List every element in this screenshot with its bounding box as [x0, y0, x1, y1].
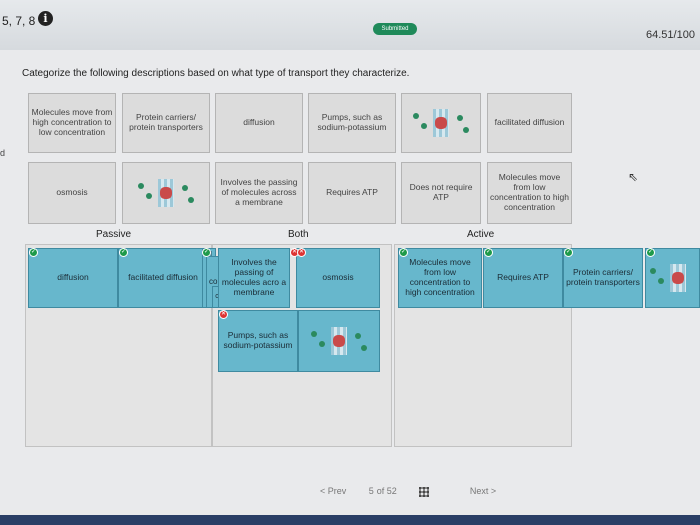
molecule-bead [413, 113, 419, 119]
question-numbers: 5, 7, 8 [2, 14, 36, 28]
both-card-osmosis[interactable]: osmosis [296, 248, 380, 308]
active-card-protein-carriers[interactable]: Protein carriers/ protein transporters [563, 248, 643, 308]
both-column-label: Both [288, 229, 309, 240]
next-button[interactable]: Next > [469, 486, 497, 496]
molecule-bead [463, 127, 469, 133]
protein-channel [160, 187, 172, 199]
correct-check-icon: ✓ [29, 248, 38, 257]
taskbar [0, 515, 700, 525]
protein-channel [435, 117, 447, 129]
bank-card-membrane-image-2[interactable] [122, 162, 210, 224]
passive-card-facilitated[interactable]: facilitated diffusion [118, 248, 208, 308]
score: 64.51/100 [646, 29, 695, 41]
incorrect-x-icon: ✕ [219, 310, 228, 319]
incorrect-x-icon: ✕ [297, 248, 306, 257]
info-icon[interactable]: i [38, 11, 53, 26]
bank-card-membrane-image[interactable] [401, 93, 481, 153]
correct-check-icon: ✓ [202, 248, 211, 257]
molecule-bead [146, 193, 152, 199]
correct-check-icon: ✓ [119, 248, 128, 257]
top-bar: 5, 7, 8 i Submitted 64.51/100 [0, 0, 700, 50]
instructions: Categorize the following descriptions ba… [22, 68, 410, 79]
bank-card-diffusion[interactable]: diffusion [215, 93, 303, 153]
membrane-image [309, 325, 369, 357]
correct-check-icon: ✓ [399, 248, 408, 257]
correct-check-icon: ✓ [484, 248, 493, 257]
membrane-image [648, 262, 697, 294]
page-total: of 52 [376, 486, 397, 496]
page-current: 5 [368, 486, 374, 496]
molecule-bead [182, 185, 188, 191]
grid-icon[interactable] [419, 486, 430, 497]
molecule-bead [311, 331, 317, 337]
molecule-bead [650, 268, 656, 274]
bank-card-requires-atp[interactable]: Requires ATP [308, 162, 396, 224]
molecule-bead [361, 345, 367, 351]
bank-card-involves-passing[interactable]: Involves the passing of molecules across… [215, 162, 303, 224]
protein-channel [672, 272, 684, 284]
active-column-label: Active [467, 229, 495, 240]
molecule-bead [319, 341, 325, 347]
bank-card-high-to-low[interactable]: Molecules move from high concentration t… [28, 93, 116, 153]
bank-card-protein-carriers[interactable]: Protein carriers/ protein transporters [122, 93, 210, 153]
protein-channel [333, 335, 345, 347]
molecule-bead [457, 115, 463, 121]
bank-card-no-atp[interactable]: Does not require ATP [401, 162, 481, 224]
submitted-badge: Submitted [373, 23, 417, 35]
bank-card-facilitated-diffusion[interactable]: facilitated diffusion [487, 93, 572, 153]
both-card-pumps[interactable]: Pumps, such as sodium-potassium [218, 310, 298, 372]
bank-card-low-to-high[interactable]: Molecules move from low concentration to… [487, 162, 572, 224]
active-card-requires-atp[interactable]: Requires ATP [483, 248, 563, 308]
side-letter: d [0, 148, 6, 158]
membrane-image [136, 177, 196, 209]
prev-button[interactable]: < Prev [320, 486, 347, 496]
correct-check-icon: ✓ [646, 248, 655, 257]
passive-card-diffusion[interactable]: diffusion [28, 248, 118, 308]
bank-card-osmosis[interactable]: osmosis [28, 162, 116, 224]
active-card-low-to-high[interactable]: Molecules move from low concentration to… [398, 248, 482, 308]
molecule-bead [421, 123, 427, 129]
membrane-image [411, 107, 471, 139]
molecule-bead [658, 278, 664, 284]
correct-check-icon: ✓ [564, 248, 573, 257]
both-card-membrane-image[interactable] [298, 310, 380, 372]
molecule-bead [138, 183, 144, 189]
mouse-cursor-icon: ⇖ [628, 170, 639, 184]
passive-column-label: Passive [96, 229, 132, 240]
molecule-bead [355, 333, 361, 339]
molecule-bead [188, 197, 194, 203]
bank-card-pumps[interactable]: Pumps, such as sodium-potassium [308, 93, 396, 153]
both-card-involves-passing[interactable]: Involves the passing of molecules acro a… [218, 248, 290, 308]
active-card-membrane-image[interactable] [645, 248, 700, 308]
